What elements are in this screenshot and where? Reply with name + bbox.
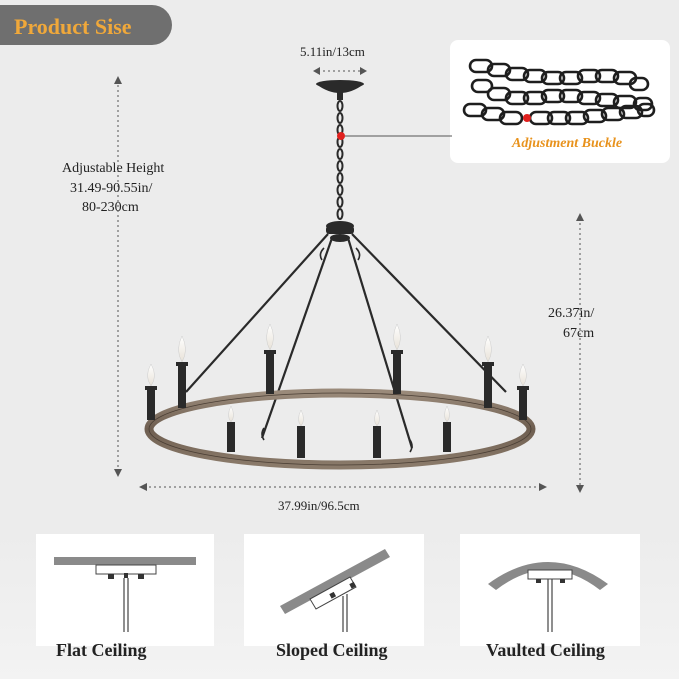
title-banner: Product Sise: [0, 5, 172, 45]
flat-ceiling-diagram: [54, 557, 196, 632]
flat-ceiling-card: [36, 534, 214, 646]
back-candles: [227, 405, 451, 458]
ceiling-canopy: [316, 80, 364, 100]
vaulted-ceiling-diagram: [488, 562, 608, 632]
width-dimension: 37.99in/96.5cm: [278, 498, 360, 513]
wood-ring: [144, 388, 536, 470]
height-inches: 31.49-90.55in/: [70, 181, 153, 196]
hanging-chain: [336, 100, 344, 220]
flat-ceiling-label: Flat Ceiling: [56, 640, 147, 660]
canopy-dimension: 5.11in/13cm: [300, 44, 365, 59]
dimension-arrowheads: [114, 67, 584, 493]
inset-buckle-dot-icon: [523, 114, 531, 122]
sloped-ceiling-label: Sloped Ceiling: [276, 640, 388, 660]
height-cm: 80-230cm: [82, 200, 139, 215]
fixture-height-cm: 67cm: [563, 326, 595, 341]
sloped-ceiling-diagram: [280, 549, 390, 632]
adjustment-buckle-label: Adjustment Buckle: [512, 136, 623, 151]
rod-hooks: [261, 247, 413, 453]
height-title: Adjustable Height: [62, 161, 165, 176]
fixture-height-inches: 26.37in/: [548, 306, 595, 321]
center-hub: [326, 221, 354, 242]
front-candles: [145, 323, 529, 420]
support-rods: [185, 233, 507, 449]
buckle-dot-icon: [337, 132, 345, 140]
vaulted-ceiling-card: [460, 534, 640, 646]
height-dimension-line: [117, 70, 581, 488]
banner-title: Product Sise: [14, 14, 132, 39]
vaulted-ceiling-label: Vaulted Ceiling: [486, 640, 605, 660]
chain-link-drawing: [462, 58, 656, 126]
